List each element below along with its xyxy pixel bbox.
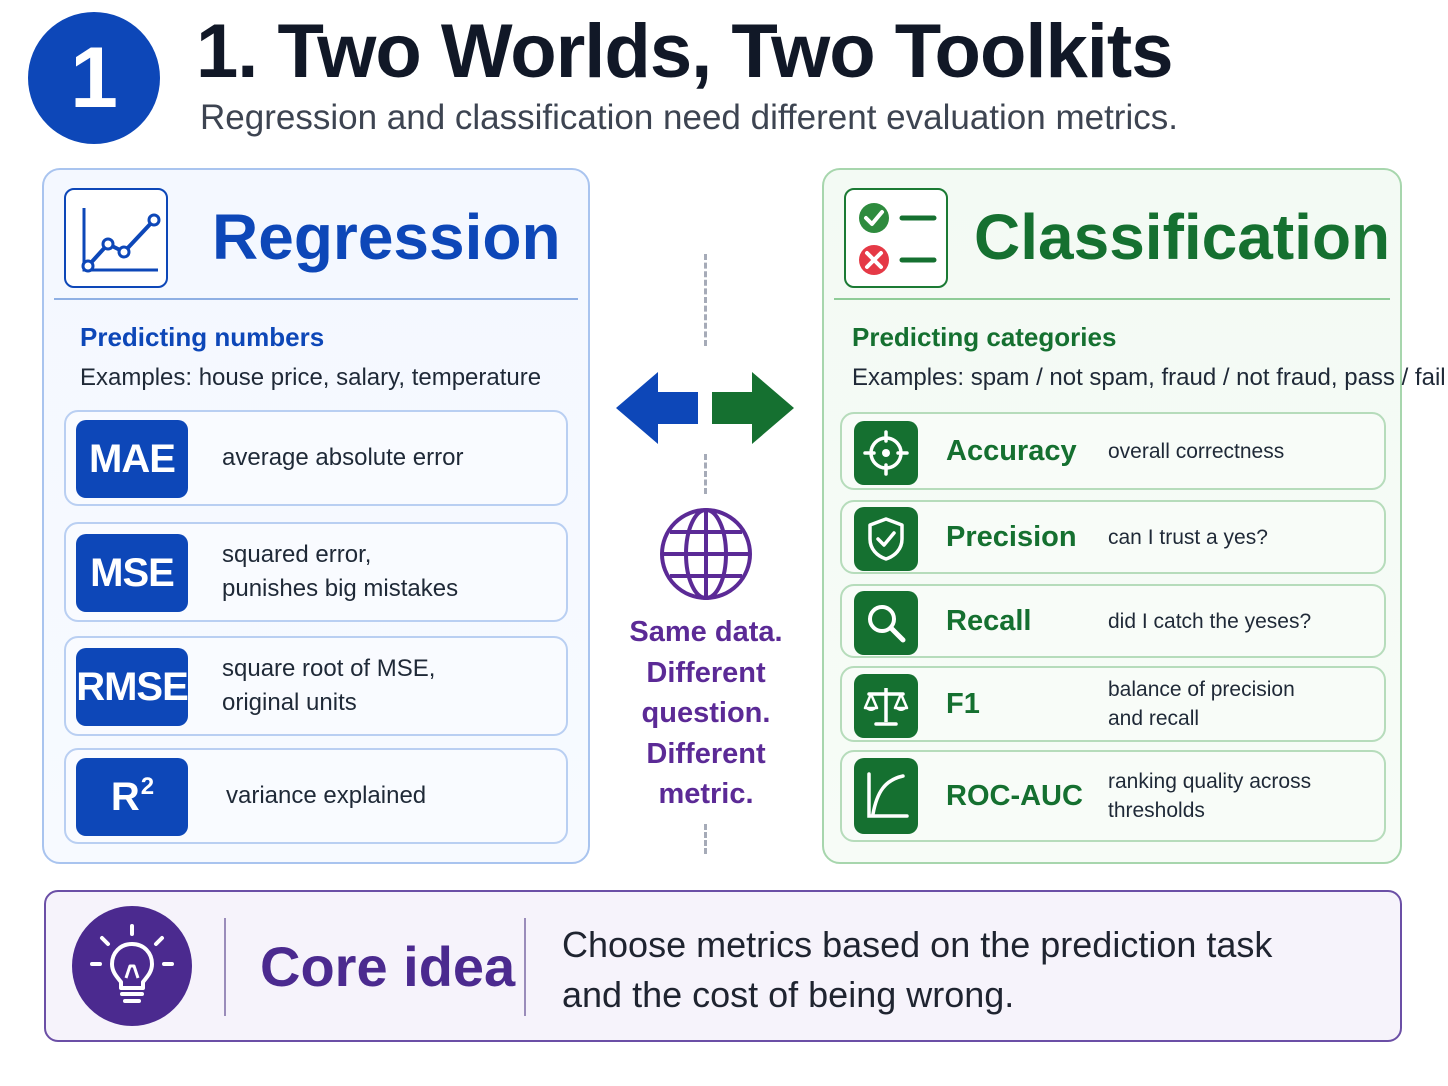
core-idea-box: Core idea Choose metrics based on the pr… bbox=[44, 890, 1402, 1042]
regression-heading: Predicting numbers bbox=[80, 322, 325, 352]
regression-title: Regression bbox=[212, 201, 561, 273]
metric-description: did I catch the yeses? bbox=[1108, 609, 1312, 633]
classification-title: Classification bbox=[974, 201, 1391, 273]
checklist-icon bbox=[844, 188, 948, 288]
line-chart-icon bbox=[64, 188, 168, 288]
core-idea-label: Core idea bbox=[260, 935, 516, 998]
classification-divider bbox=[834, 298, 1390, 300]
center-message: Same data. Different question. Different… bbox=[629, 616, 783, 810]
metric-badge: MSE bbox=[76, 534, 188, 612]
double-arrow-icon bbox=[616, 372, 794, 444]
search-icon bbox=[854, 591, 918, 655]
metric-description: can I trust a yes? bbox=[1108, 525, 1268, 549]
metric-description: squared error,punishes big mistakes bbox=[222, 541, 459, 602]
center-divider-top bbox=[704, 254, 707, 346]
shield-check-icon bbox=[854, 507, 918, 571]
metric-description: square root of MSE,original units bbox=[222, 655, 436, 716]
metric-badge: RMSE bbox=[76, 648, 189, 726]
metric-row-mse: MSE squared error,punishes big mistakes bbox=[64, 522, 568, 622]
classification-heading: Predicting categories bbox=[852, 322, 1117, 352]
metric-name: Precision bbox=[946, 520, 1077, 553]
metric-row-rmse: RMSE square root of MSE,original units bbox=[64, 636, 568, 736]
globe-icon bbox=[658, 506, 754, 602]
core-divider-left bbox=[224, 918, 226, 1016]
metric-description: variance explained bbox=[226, 782, 427, 809]
metric-row-precision: Precision can I trust a yes? bbox=[840, 500, 1386, 574]
classification-panel: Classification Predicting categories Exa… bbox=[822, 168, 1446, 864]
metric-description: overall correctness bbox=[1108, 439, 1285, 463]
center-divider-mid bbox=[704, 454, 707, 494]
regression-panel: Regression Predicting numbers Examples: … bbox=[42, 168, 590, 864]
curve-chart-icon bbox=[854, 758, 918, 834]
regression-examples: Examples: house price, salary, temperatu… bbox=[80, 364, 542, 391]
metric-row-recall: Recall did I catch the yeses? bbox=[840, 584, 1386, 658]
center-divider-bottom bbox=[704, 824, 707, 854]
core-idea-text: Choose metrics based on the prediction t… bbox=[562, 924, 1273, 1015]
core-divider-right bbox=[524, 918, 526, 1016]
metric-row-accuracy: Accuracy overall correctness bbox=[840, 412, 1386, 490]
page-subtitle: Regression and classification need diffe… bbox=[200, 98, 1178, 137]
metric-name: Accuracy bbox=[946, 434, 1077, 467]
metric-row-mae: MAE average absolute error bbox=[64, 410, 568, 506]
classification-examples: Examples: spam / not spam, fraud / not f… bbox=[852, 364, 1446, 391]
page-title: 1. Two Worlds, Two Toolkits bbox=[196, 9, 1173, 94]
metric-badge: MAE bbox=[76, 420, 188, 498]
regression-divider bbox=[54, 298, 578, 300]
metric-description: average absolute error bbox=[222, 444, 464, 471]
section-number-badge: 1 bbox=[28, 12, 160, 144]
lightbulb-icon bbox=[72, 906, 192, 1026]
metric-name: ROC-AUC bbox=[946, 779, 1083, 812]
target-icon bbox=[854, 421, 918, 485]
metric-name: F1 bbox=[946, 687, 980, 720]
metric-name: Recall bbox=[946, 604, 1032, 637]
scale-icon bbox=[854, 674, 918, 738]
